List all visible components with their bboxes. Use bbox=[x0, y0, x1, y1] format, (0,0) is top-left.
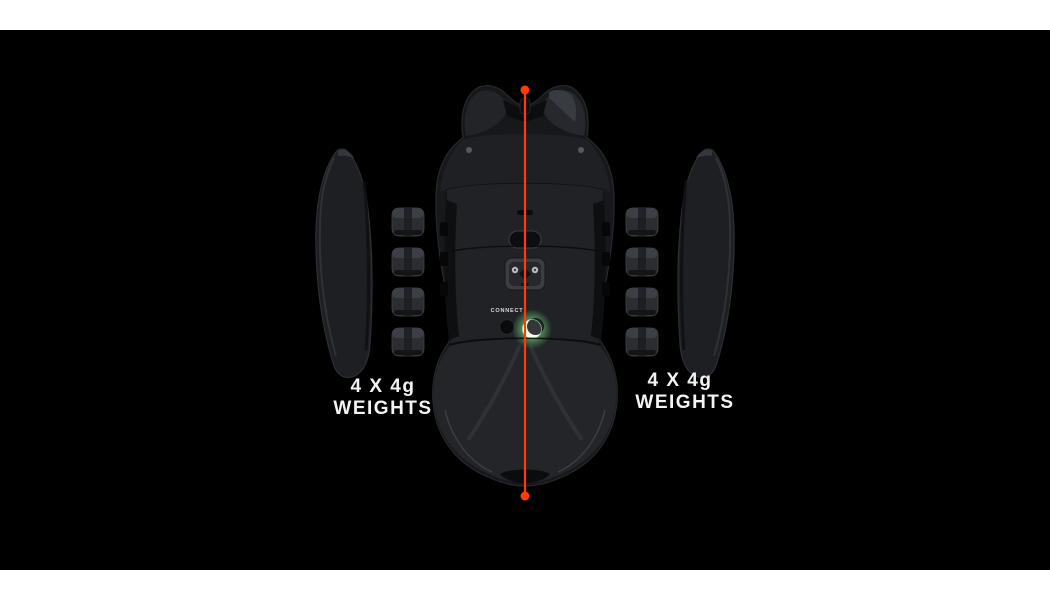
left-shoulder-nub bbox=[466, 147, 472, 153]
skirt-ridge-left bbox=[466, 344, 522, 442]
logo-crescent-shadow bbox=[527, 318, 544, 335]
left-weights-label-line1: 4 X 4g bbox=[351, 376, 416, 397]
left-button-face bbox=[464, 90, 507, 136]
right-grip-panel bbox=[677, 148, 735, 379]
right-weights-label-line2: WEIGHTS bbox=[635, 392, 734, 413]
connect-label: CONNECT bbox=[491, 308, 524, 314]
weight-4g bbox=[391, 327, 425, 357]
axis-top-dot bbox=[520, 85, 530, 95]
axis-bottom-dot bbox=[520, 491, 530, 501]
right-weights-label-line1: 4 X 4g bbox=[648, 370, 713, 391]
left-weights-column bbox=[391, 207, 425, 357]
weight-4g bbox=[625, 247, 659, 277]
weight-sockets bbox=[440, 222, 610, 296]
illuminated-logo bbox=[512, 309, 552, 349]
left-weights-label-line2: WEIGHTS bbox=[333, 398, 432, 419]
right-shoulder-nub bbox=[578, 147, 584, 153]
left-side-rail bbox=[444, 200, 459, 340]
weight-4g bbox=[391, 287, 425, 317]
weight-labels: 4 X 4g WEIGHTS 4 X 4g WEIGHTS bbox=[333, 370, 734, 419]
weight-4g bbox=[391, 207, 425, 237]
right-side-rail bbox=[591, 200, 606, 340]
weight-4g bbox=[625, 207, 659, 237]
skirt-edge-highlight bbox=[444, 409, 606, 473]
left-grip-panel bbox=[315, 148, 373, 379]
weight-4g bbox=[625, 327, 659, 357]
weight-4g bbox=[391, 247, 425, 277]
weight-4g bbox=[625, 287, 659, 317]
right-button-highlight bbox=[549, 89, 576, 122]
center-axis bbox=[520, 85, 530, 501]
right-weights-column bbox=[625, 207, 659, 357]
skirt-ridge-right bbox=[528, 344, 584, 442]
